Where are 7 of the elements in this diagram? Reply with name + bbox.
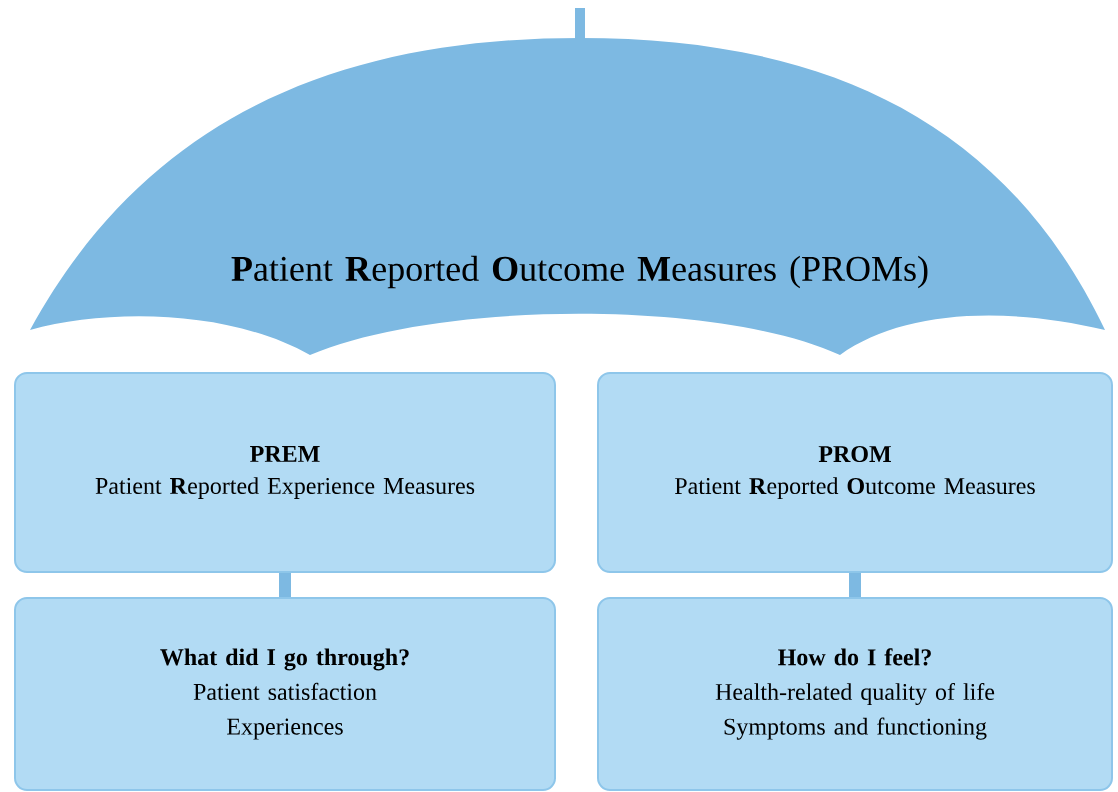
text-box: PREM Patient Reported Experience Measures (14, 372, 556, 573)
connector (279, 572, 291, 597)
text-box: PROM Patient Reported Outcome Measures (597, 372, 1113, 573)
text-box: What did I go through? Patient satisfaction Experiences (14, 597, 556, 791)
text-box: How do I feel? Health-related quality of life Symptoms and functioning (597, 597, 1113, 791)
connector (849, 572, 861, 597)
umbrella: Patient Reported Outcome Measures (PROMs) (30, 8, 1105, 355)
